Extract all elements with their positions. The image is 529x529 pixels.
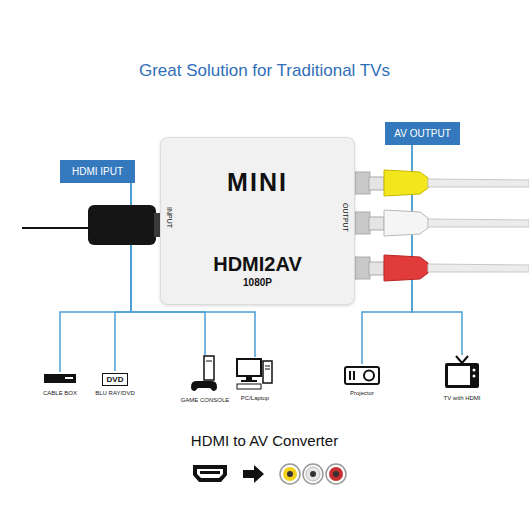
device-marking: MINI (161, 168, 354, 197)
device-symbol (190, 355, 220, 393)
rca-jacks (355, 172, 370, 279)
device-marking: HDMI2AV (161, 253, 354, 276)
port-label-box: HDMI IPUT (60, 160, 135, 183)
device-label: CABLE BOX (43, 390, 77, 396)
device-label: GAME CONSOLE (181, 397, 230, 403)
device-label: PC/Laptop (241, 395, 269, 401)
hdmi-cable (22, 205, 162, 245)
port-label: HDMI IPUT (68, 166, 127, 177)
device-icon: DVD BLU RAY/DVD (95, 371, 135, 396)
device-marking: 1080P (161, 277, 354, 288)
port-label-box: AV OUTPUT (385, 122, 460, 145)
device-icon: PC/Laptop (236, 357, 274, 401)
device-symbol (444, 355, 480, 391)
rca-port-icons (280, 464, 346, 484)
device-label: TV with HDMI (443, 395, 480, 401)
rca-plugs (369, 170, 529, 281)
device-icon: TV with HDMI (443, 355, 480, 401)
device-icon: CABLE BOX (43, 372, 77, 396)
converter-box: MINI HDMI2AV1080P INPUT OUTPUT (160, 137, 355, 305)
device-icon: Projector (344, 364, 380, 396)
caption: HDMI to AV Converter (0, 432, 529, 449)
device-symbol (43, 372, 77, 386)
device-label: Projector (350, 390, 374, 396)
dvd-badge: DVD (102, 373, 129, 386)
device-marking: INPUT (166, 207, 173, 228)
device-icon: GAME CONSOLE (181, 355, 230, 403)
device-marking: OUTPUT (342, 203, 349, 232)
port-label: AV OUTPUT (393, 128, 452, 139)
hdmi-port-icon (193, 465, 227, 482)
device-symbol (344, 364, 380, 386)
arrow-icon (243, 465, 264, 483)
device-label: BLU RAY/DVD (95, 390, 135, 396)
title: Great Solution for Traditional TVs (0, 61, 529, 81)
device-symbol (236, 357, 274, 391)
